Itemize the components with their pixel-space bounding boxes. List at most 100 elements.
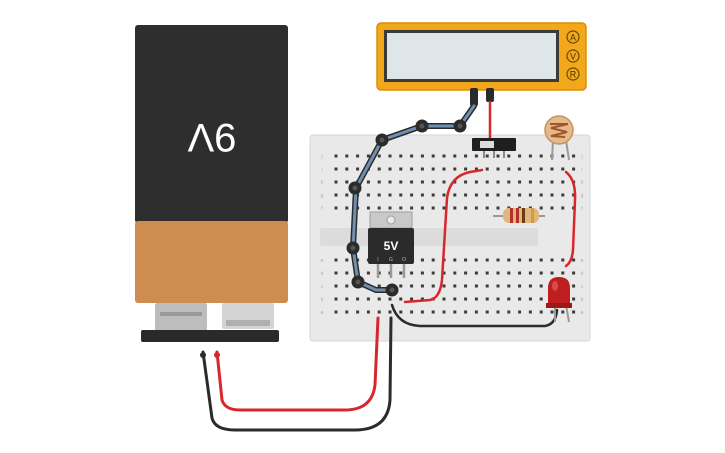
breadboard-hole[interactable] — [507, 154, 511, 158]
breadboard-hole[interactable] — [561, 310, 565, 314]
breadboard-hole[interactable] — [431, 284, 435, 288]
breadboard-hole[interactable] — [485, 193, 489, 197]
breadboard-hole[interactable] — [410, 310, 414, 314]
breadboard-hole[interactable] — [345, 271, 349, 275]
breadboard-hole[interactable] — [377, 297, 381, 301]
breadboard-hole[interactable] — [420, 167, 424, 171]
breadboard-hole[interactable] — [464, 258, 468, 262]
breadboard-hole[interactable] — [464, 271, 468, 275]
breadboard-hole[interactable] — [496, 297, 500, 301]
breadboard-hole[interactable] — [388, 297, 392, 301]
breadboard-hole[interactable] — [431, 154, 435, 158]
wire-regulator-to-switch[interactable] — [403, 168, 484, 304]
breadboard-hole[interactable] — [518, 297, 522, 301]
wire-battery-positive[interactable] — [215, 316, 380, 412]
breadboard-hole[interactable] — [334, 154, 338, 158]
breadboard-hole[interactable] — [485, 284, 489, 288]
breadboard-hole[interactable] — [442, 154, 446, 158]
breadboard-hole[interactable] — [464, 310, 468, 314]
breadboard-hole[interactable] — [464, 206, 468, 210]
breadboard-hole[interactable] — [539, 193, 543, 197]
breadboard-hole[interactable] — [366, 154, 370, 158]
breadboard-hole[interactable] — [399, 206, 403, 210]
breadboard-hole[interactable] — [431, 258, 435, 262]
breadboard-hole[interactable] — [442, 180, 446, 184]
breadboard-hole[interactable] — [518, 167, 522, 171]
breadboard-hole[interactable] — [334, 297, 338, 301]
breadboard-hole[interactable] — [518, 193, 522, 197]
breadboard-hole[interactable] — [528, 167, 532, 171]
breadboard-hole[interactable] — [474, 206, 478, 210]
breadboard-hole[interactable] — [496, 180, 500, 184]
breadboard-hole[interactable] — [496, 167, 500, 171]
breadboard-hole[interactable] — [399, 284, 403, 288]
breadboard-hole[interactable] — [561, 154, 565, 158]
breadboard-hole[interactable] — [528, 180, 532, 184]
breadboard-hole[interactable] — [528, 258, 532, 262]
breadboard-hole[interactable] — [453, 258, 457, 262]
breadboard-hole[interactable] — [453, 297, 457, 301]
breadboard-hole[interactable] — [442, 310, 446, 314]
breadboard-hole[interactable] — [399, 167, 403, 171]
breadboard-hole[interactable] — [420, 284, 424, 288]
breadboard-hole[interactable] — [442, 284, 446, 288]
breadboard-hole[interactable] — [334, 167, 338, 171]
battery-9v[interactable]: 9V — [135, 25, 288, 342]
breadboard-hole[interactable] — [366, 271, 370, 275]
breadboard-hole[interactable] — [550, 271, 554, 275]
breadboard-hole[interactable] — [539, 310, 543, 314]
multimeter-probe-v[interactable] — [486, 88, 494, 102]
switch-knob[interactable] — [480, 141, 494, 148]
breadboard-hole[interactable] — [388, 167, 392, 171]
wire-ldr-to-led[interactable] — [564, 170, 577, 268]
breadboard-hole[interactable] — [356, 310, 360, 314]
breadboard-hole[interactable] — [572, 271, 576, 275]
breadboard-hole[interactable] — [550, 310, 554, 314]
breadboard-hole[interactable] — [453, 193, 457, 197]
breadboard-hole[interactable] — [496, 206, 500, 210]
breadboard-hole[interactable] — [377, 180, 381, 184]
breadboard-hole[interactable] — [366, 310, 370, 314]
breadboard-hole[interactable] — [410, 271, 414, 275]
breadboard-hole[interactable] — [388, 154, 392, 158]
breadboard-hole[interactable] — [496, 154, 500, 158]
breadboard-hole[interactable] — [399, 180, 403, 184]
breadboard-hole[interactable] — [550, 167, 554, 171]
breadboard-hole[interactable] — [539, 154, 543, 158]
breadboard-hole[interactable] — [507, 284, 511, 288]
multimeter[interactable]: A V R — [376, 22, 587, 106]
breadboard-hole[interactable] — [464, 193, 468, 197]
breadboard-hole[interactable] — [345, 297, 349, 301]
breadboard-hole[interactable] — [496, 310, 500, 314]
breadboard-hole[interactable] — [528, 310, 532, 314]
breadboard-hole[interactable] — [485, 154, 489, 158]
breadboard-hole[interactable] — [572, 310, 576, 314]
breadboard-hole[interactable] — [334, 180, 338, 184]
breadboard-hole[interactable] — [366, 193, 370, 197]
photoresistor[interactable] — [544, 115, 574, 161]
breadboard-hole[interactable] — [410, 284, 414, 288]
breadboard-hole[interactable] — [399, 271, 403, 275]
breadboard-hole[interactable] — [474, 284, 478, 288]
breadboard-hole[interactable] — [539, 258, 543, 262]
breadboard-hole[interactable] — [356, 297, 360, 301]
breadboard-hole[interactable] — [399, 310, 403, 314]
breadboard-hole[interactable] — [356, 154, 360, 158]
breadboard-hole[interactable] — [345, 154, 349, 158]
breadboard-hole[interactable] — [518, 271, 522, 275]
breadboard-hole[interactable] — [539, 284, 543, 288]
breadboard-hole[interactable] — [410, 180, 414, 184]
breadboard-hole[interactable] — [496, 193, 500, 197]
breadboard-hole[interactable] — [485, 167, 489, 171]
breadboard-hole[interactable] — [431, 193, 435, 197]
breadboard-hole[interactable] — [572, 167, 576, 171]
breadboard-hole[interactable] — [442, 167, 446, 171]
breadboard-hole[interactable] — [485, 310, 489, 314]
breadboard-hole[interactable] — [442, 193, 446, 197]
breadboard-hole[interactable] — [561, 193, 565, 197]
breadboard-hole[interactable] — [442, 206, 446, 210]
breadboard-hole[interactable] — [464, 180, 468, 184]
resistor[interactable] — [493, 208, 545, 223]
breadboard-hole[interactable] — [420, 193, 424, 197]
